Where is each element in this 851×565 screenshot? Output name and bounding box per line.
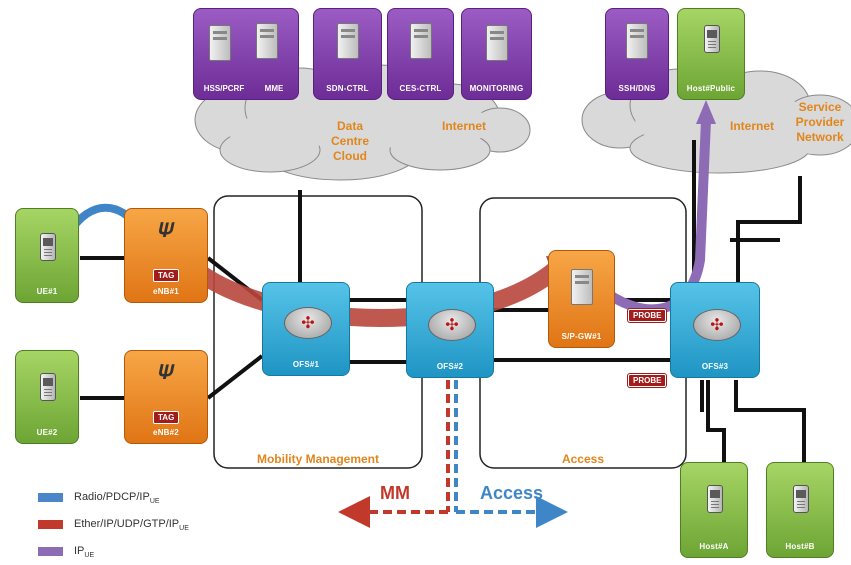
sdn-ctrl-node: SDN-CTRL <box>313 8 382 100</box>
enb1-label: eNB#1 <box>153 287 179 296</box>
sp-gw-label: S/P-GW#1 <box>561 332 602 341</box>
mm-label: MM <box>380 483 410 503</box>
ofs1-node: OFS#1 <box>262 282 350 376</box>
sdn-label: SDN-CTRL <box>326 84 369 93</box>
hss-mme-server-box: HSS/PCRF MME <box>193 8 299 100</box>
tag-badge: TAG <box>153 269 180 282</box>
phone-icon <box>707 485 723 513</box>
ip-flow-arrow <box>595 115 711 315</box>
enb2-node: 𝜳 TAG eNB#2 <box>124 350 208 444</box>
internet-left-label: Internet <box>441 119 486 133</box>
server-icon <box>626 23 648 59</box>
ue2-node: UE#2 <box>15 350 79 444</box>
server-icon <box>486 25 508 61</box>
phone-icon <box>40 233 56 261</box>
access-arrow-label: Access <box>480 483 544 503</box>
legend-text: IPUE <box>74 545 95 560</box>
ofs1-label: OFS#1 <box>292 360 320 369</box>
router-icon <box>284 307 332 339</box>
host-b-label: Host#B <box>785 542 815 551</box>
legend-text: Radio/PDCP/IPUE <box>74 491 160 506</box>
server-icon <box>209 25 231 61</box>
ue2-label: UE#2 <box>36 428 58 437</box>
phone-icon <box>793 485 809 513</box>
tag-badge: TAG <box>153 411 180 424</box>
ue1-node: UE#1 <box>15 208 79 303</box>
server-icon <box>256 23 278 59</box>
antenna-icon: 𝜳 <box>158 220 175 242</box>
server-icon <box>571 269 593 305</box>
phone-icon <box>704 25 720 53</box>
monitoring-node: MONITORING <box>461 8 532 100</box>
mobility-management-label: Mobility Management <box>256 452 379 466</box>
probe-badge-upper: PROBE <box>628 309 667 322</box>
host-public-label: Host#Public <box>686 84 736 93</box>
internet-right-label: Internet <box>729 119 774 133</box>
ssh-dns-node: SSH/DNS <box>605 8 669 100</box>
legend-swatch <box>38 520 63 529</box>
gtp-flow-arrow <box>177 253 564 327</box>
server-icon <box>337 23 359 59</box>
ofs2-node: OFS#2 <box>406 282 494 378</box>
ofs2-label: OFS#2 <box>436 362 464 371</box>
router-icon <box>428 309 476 341</box>
enb1-node: 𝜳 TAG eNB#1 <box>124 208 208 303</box>
links <box>80 140 806 462</box>
access-dashed-arrow <box>454 380 568 528</box>
access-region-label: Access <box>561 452 605 466</box>
host-b-node: Host#B <box>766 462 834 558</box>
host-a-node: Host#A <box>680 462 748 558</box>
legend-swatch <box>38 547 63 556</box>
ces-ctrl-node: CES-CTRL <box>387 8 454 100</box>
sp-gw-node: S/P-GW#1 <box>548 250 615 348</box>
router-icon <box>693 309 741 341</box>
ssh-label: SSH/DNS <box>618 84 656 93</box>
ue1-label: UE#1 <box>36 287 58 296</box>
server-icon <box>410 23 432 59</box>
host-public-node: Host#Public <box>677 8 745 100</box>
enb2-label: eNB#2 <box>153 428 179 437</box>
hss-label: HSS/PCRF <box>203 84 245 93</box>
phone-icon <box>40 373 56 401</box>
host-a-label: Host#A <box>699 542 729 551</box>
antenna-icon: 𝜳 <box>158 362 175 384</box>
mme-label: MME <box>264 84 284 93</box>
legend-text: Ether/IP/UDP/GTP/IPUE <box>74 518 189 533</box>
legend-swatch <box>38 493 63 502</box>
ces-label: CES-CTRL <box>399 84 442 93</box>
monitoring-label: MONITORING <box>469 84 524 93</box>
mm-dashed-arrow <box>338 380 450 528</box>
ofs3-node: OFS#3 <box>670 282 760 378</box>
ofs3-label: OFS#3 <box>701 362 729 371</box>
probe-badge-lower: PROBE <box>628 374 667 387</box>
